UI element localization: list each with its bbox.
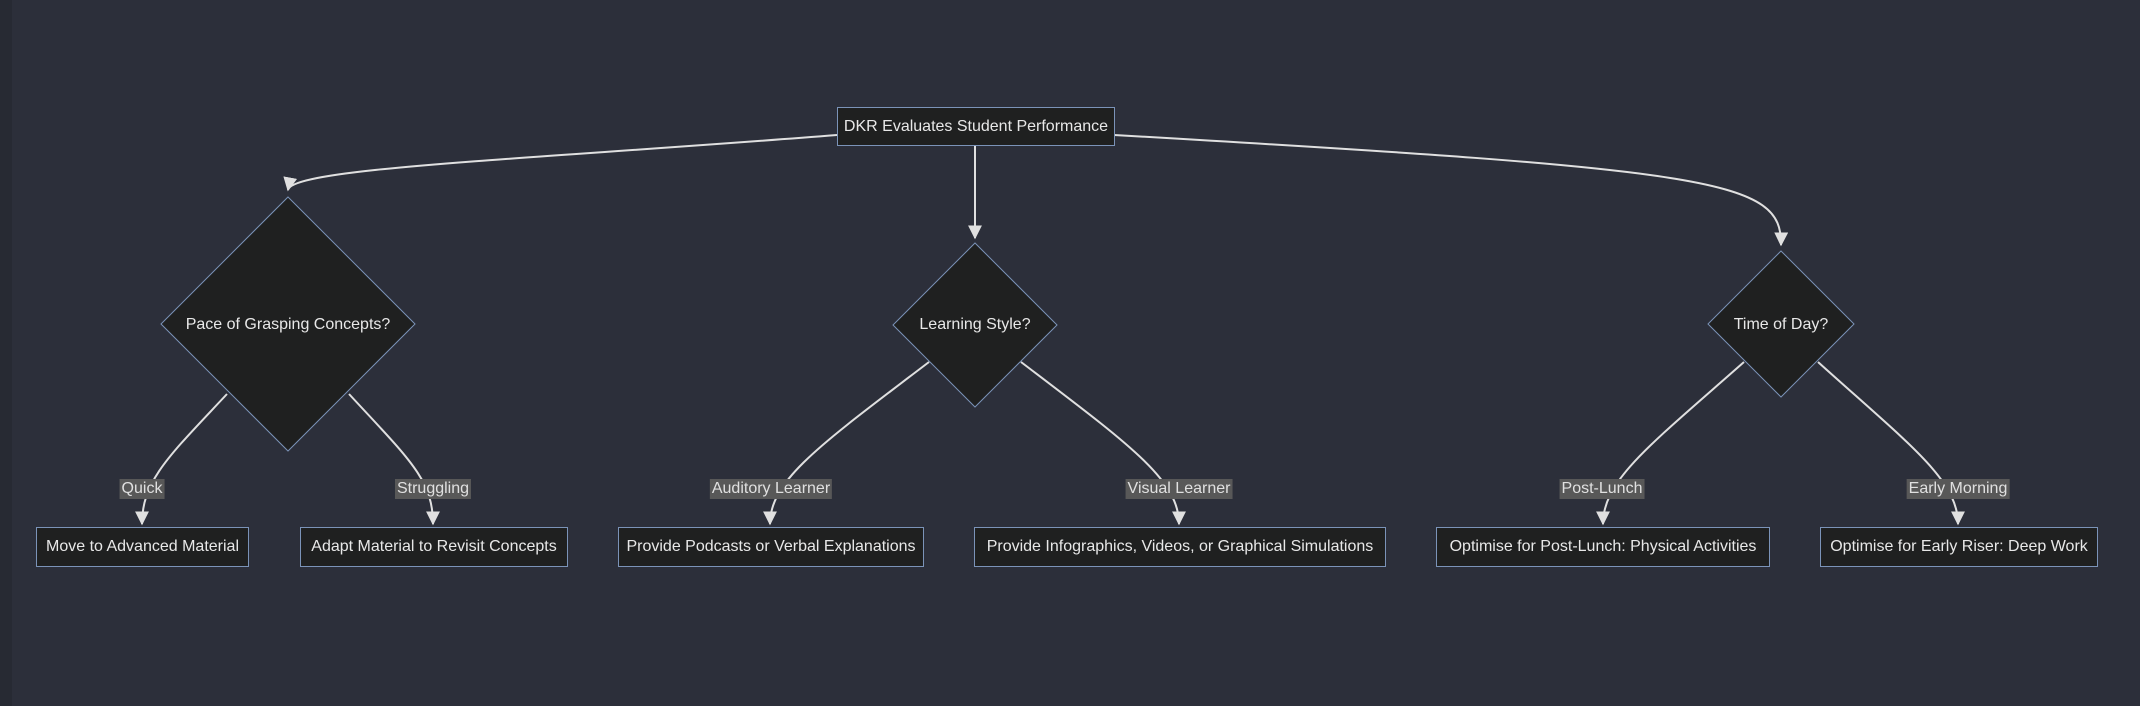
- decision-pace-label: Pace of Grasping Concepts?: [185, 316, 391, 333]
- decision-pace-diamond: [160, 196, 416, 452]
- edge-time-to-postlunch: [1596, 361, 1745, 526]
- left-edge-strip: [0, 0, 12, 706]
- outcome-early-node: Optimise for Early Riser: Deep Work: [1820, 527, 2098, 567]
- outcome-revisit-label: Adapt Material to Revisit Concepts: [311, 538, 557, 555]
- outcome-advanced-label: Move to Advanced Material: [46, 538, 239, 555]
- edge-label-struggling: Struggling: [394, 479, 472, 499]
- outcome-postlunch-label: Optimise for Post-Lunch: Physical Activi…: [1449, 538, 1757, 555]
- edge-label-quick: Quick: [119, 479, 165, 499]
- edge-style-to-infographics: [1020, 361, 1186, 526]
- outcome-advanced-node: Move to Advanced Material: [36, 527, 249, 567]
- edge-label-visual: Visual Learner: [1125, 479, 1233, 499]
- decision-time-diamond: [1707, 250, 1855, 398]
- outcome-early-label: Optimise for Early Riser: Deep Work: [1830, 538, 2088, 555]
- edge-style-to-podcasts: [763, 361, 930, 526]
- root-node: DKR Evaluates Student Performance: [837, 107, 1115, 146]
- outcome-podcasts-label: Provide Podcasts or Verbal Explanations: [626, 538, 916, 555]
- outcome-revisit-node: Adapt Material to Revisit Concepts: [300, 527, 568, 567]
- edge-root-to-pace: [283, 134, 838, 192]
- edge-time-to-early: [1817, 361, 1965, 526]
- outcome-postlunch-node: Optimise for Post-Lunch: Physical Activi…: [1436, 527, 1770, 567]
- edge-pace-to-advanced: [135, 393, 228, 526]
- edge-label-early-morning: Early Morning: [1906, 479, 2010, 499]
- outcome-infographics-label: Provide Infographics, Videos, or Graphic…: [986, 538, 1374, 555]
- edge-label-post-lunch: Post-Lunch: [1559, 479, 1645, 499]
- edge-root-to-time: [1113, 134, 1789, 247]
- decision-style-diamond: [892, 242, 1058, 408]
- root-node-label: DKR Evaluates Student Performance: [843, 117, 1109, 135]
- decision-time-label: Time of Day?: [1733, 316, 1829, 333]
- decision-style-label: Learning Style?: [919, 316, 1031, 333]
- edge-label-auditory: Auditory Learner: [709, 479, 833, 499]
- outcome-infographics-node: Provide Infographics, Videos, or Graphic…: [974, 527, 1386, 567]
- edge-pace-to-revisit: [348, 393, 440, 526]
- outcome-podcasts-node: Provide Podcasts or Verbal Explanations: [618, 527, 924, 567]
